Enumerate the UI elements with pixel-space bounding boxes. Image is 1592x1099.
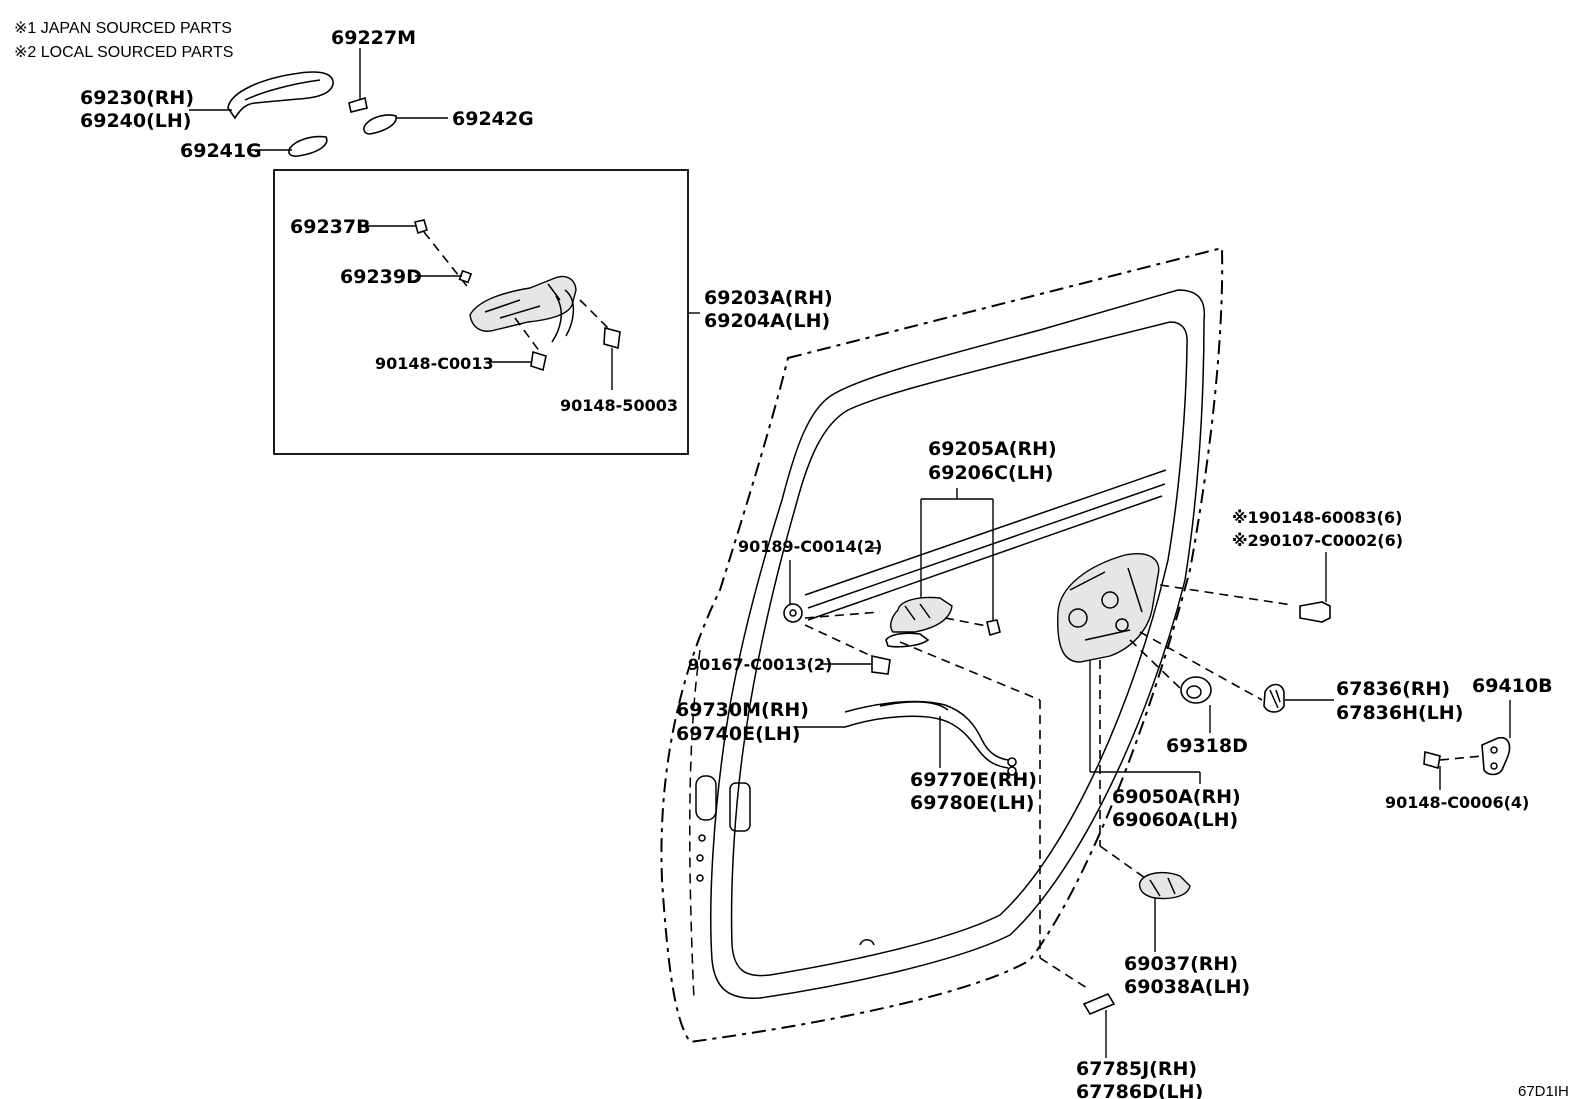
label-90148-50003: 90148-50003 [560,396,678,415]
label-90189-C0014: 90189-C0014(2) [738,537,882,556]
part-90148-60083-screw[interactable]: ※190148-60083(6) ※290107-C0002(6) [1232,508,1403,623]
part-67836-grommet[interactable]: 67836(RH) 67836H(LH) [1263,678,1463,724]
door-outline [660,246,1224,1044]
label-69230-rh: 69230(RH) [80,87,194,109]
part-69050A-door-lock[interactable]: 69050A(RH) 69060A(LH) [1057,553,1241,831]
diagram-code: 67D1IH [1518,1083,1569,1099]
part-69230-outside-handle[interactable]: 69230(RH) 69240(LH) [80,71,334,132]
part-69730M-lock-cable[interactable]: 69730M(RH) 69740E(LH) [676,699,1017,776]
label-69206C-lh: 69206C(LH) [928,462,1053,484]
label-90107-C0002: ※290107-C0002(6) [1232,531,1403,550]
label-69037-rh: 69037(RH) [1124,953,1238,975]
part-69242G[interactable]: 69242G [363,108,534,135]
assembly-guide-line [804,624,881,661]
label-90167-C0013: 90167-C0013(2) [688,655,832,674]
label-69241G: 69241G [180,140,262,162]
label-69730M-rh: 69730M(RH) [676,699,809,721]
assembly-guide-line [899,641,1041,701]
label-69060A-lh: 69060A(LH) [1112,809,1238,831]
assembly-guide-line [804,611,881,619]
assembly-guide-line [944,617,988,627]
assembly-guide-line [1139,631,1263,701]
label-69770E-rh: 69770E(RH) [910,769,1037,791]
label-69204A-lh: 69204A(LH) [704,310,830,332]
part-90167-C0013-screw[interactable]: 90167-C0013(2) [688,655,891,675]
label-67836H-lh: 67836H(LH) [1336,702,1463,724]
assembly-guide-line [514,317,541,353]
label-67786D-lh: 67786D(LH) [1076,1081,1203,1099]
label-69038A-lh: 69038A(LH) [1124,976,1250,998]
label-69240-lh: 69240(LH) [80,110,191,132]
label-69318D: 69318D [1166,735,1248,757]
label-90148-60083: ※190148-60083(6) [1232,508,1402,527]
part-69239D[interactable]: 69239D [340,266,473,288]
part-69227M[interactable]: 69227M [331,27,416,113]
assembly-guide-line [579,299,611,331]
part-69205A-inside-handle[interactable]: 69205A(RH) 69206C(LH) [885,438,1057,648]
part-90189-C0014-clip[interactable]: 90189-C0014(2) [738,537,882,623]
label-69780E-lh: 69780E(LH) [910,792,1034,814]
assembly-guide-line [1439,755,1483,761]
note-local-sourced: ※2 LOCAL SOURCED PARTS [14,44,233,61]
label-69410B: 69410B [1472,675,1553,697]
part-69318D-cushion[interactable]: 69318D [1166,676,1248,757]
part-67785J-pad[interactable]: 67785J(RH) 67786D(LH) [1076,992,1203,1099]
label-69050A-rh: 69050A(RH) [1112,786,1241,808]
label-69242G: 69242G [452,108,534,130]
label-69237B: 69237B [290,216,371,238]
part-69237B[interactable]: 69237B [290,216,428,238]
label-69205A-rh: 69205A(RH) [928,438,1057,460]
assembly-guide-line [1099,845,1146,879]
label-69203A-rh: 69203A(RH) [704,287,833,309]
label-67836-rh: 67836(RH) [1336,678,1450,700]
part-69770E-inside-cable[interactable]: 69770E(RH) 69780E(LH) [910,716,1037,814]
label-69227M: 69227M [331,27,416,49]
part-90148-50003-bolt[interactable]: 90148-50003 [560,326,678,415]
label-69740E-lh: 69740E(LH) [676,723,800,745]
label-90148-C0006: 90148-C0006(4) [1385,793,1529,812]
assembly-guide-line [1129,639,1181,689]
handle-frame-assembly-box: 69203A(RH) 69204A(LH) [273,169,833,455]
part-69037-lock-cover[interactable]: 69037(RH) 69038A(LH) [1124,871,1250,998]
label-90148-C0013: 90148-C0013 [375,354,494,373]
assembly-guide-line [1039,957,1091,991]
part-90148-C0006-bolt[interactable]: 90148-C0006(4) [1385,750,1529,812]
note-japan-sourced: ※1 JAPAN SOURCED PARTS [14,20,232,37]
part-69410B-striker[interactable]: 69410B [1472,675,1553,776]
label-69239D: 69239D [340,266,422,288]
part-90148-C0013-bolt[interactable]: 90148-C0013 [375,350,547,373]
part-handle-frame[interactable] [469,275,577,343]
assembly-guide-line [1159,584,1293,606]
label-67785J-rh: 67785J(RH) [1076,1058,1197,1080]
part-69241G[interactable]: 69241G [180,135,328,162]
